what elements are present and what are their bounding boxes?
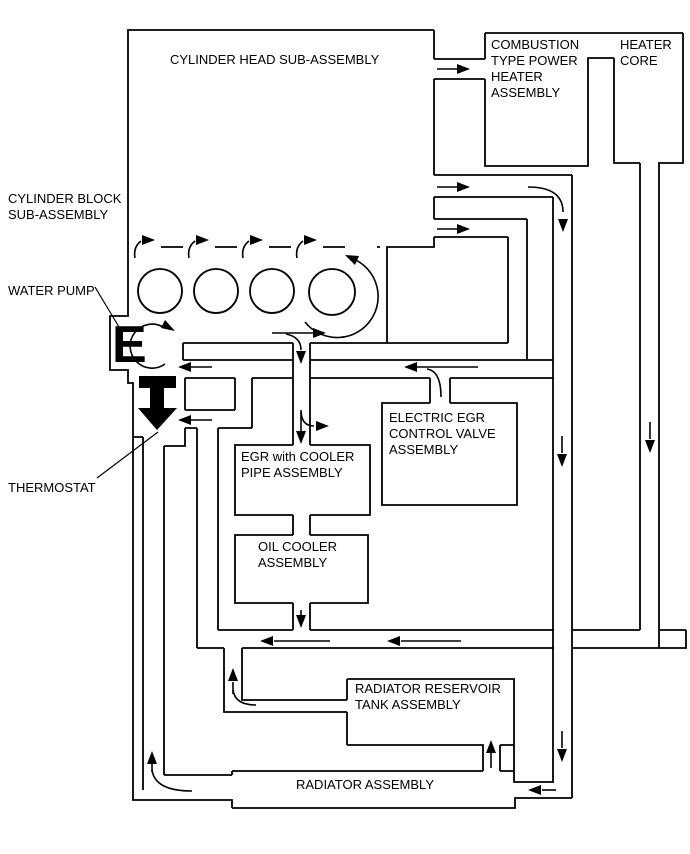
flow-arrow-radiator-out bbox=[147, 751, 193, 792]
labels: CYLINDER HEAD SUB-ASSEMBLY CYLINDER BLOC… bbox=[8, 37, 672, 792]
label-reservoir: TANK ASSEMBLY bbox=[355, 697, 461, 712]
label-radiator: RADIATOR ASSEMBLY bbox=[296, 777, 434, 792]
head-outlet-pipe-a bbox=[434, 174, 572, 198]
combustion-heater-box bbox=[484, 32, 683, 167]
s-arrow bbox=[295, 235, 317, 259]
flow-arrow-into-radiator bbox=[528, 785, 556, 795]
thermostat-leader bbox=[96, 431, 159, 479]
right-down-pipe-to-radiator bbox=[552, 175, 573, 798]
flow-arrow-reservoir-out bbox=[228, 668, 257, 706]
thermostat-icon bbox=[138, 376, 177, 430]
reservoir-outlet-pipe bbox=[223, 648, 347, 713]
block-to-egr-pipe bbox=[292, 343, 311, 445]
cylinder-1 bbox=[137, 268, 183, 314]
head-outlet-pipe-b bbox=[434, 218, 527, 238]
label-reservoir: RADIATOR RESERVOIR bbox=[355, 681, 501, 696]
bypass-pipes bbox=[164, 342, 553, 447]
left-riser-pipe bbox=[133, 436, 232, 790]
label-combustion-heater: HEATER bbox=[491, 69, 543, 84]
circulation-arc bbox=[304, 256, 379, 339]
flow-arrow-bypass-to-pump bbox=[178, 362, 212, 372]
label-heater-core: CORE bbox=[620, 53, 658, 68]
head-right-edge bbox=[386, 30, 435, 343]
label-egr-valve: CONTROL VALVE bbox=[389, 426, 496, 441]
pipe-b-down-leg bbox=[507, 219, 528, 360]
flow-arrow-reservoir-notch bbox=[486, 740, 496, 768]
cylinder-3 bbox=[249, 268, 295, 314]
label-egr-cooler: PIPE ASSEMBLY bbox=[241, 465, 343, 480]
label-egr-cooler: EGR with COOLER bbox=[241, 449, 354, 464]
cylinder-4 bbox=[308, 268, 356, 316]
flow-arrow-manifold-left-1 bbox=[260, 636, 330, 646]
flow-arrow-right-pipe-low bbox=[557, 731, 567, 762]
pump-swirl-arrow-icon bbox=[161, 320, 175, 331]
pump-swirl-arc bbox=[129, 323, 166, 369]
flow-arrow-heater-return bbox=[645, 422, 655, 453]
flow-arrow-oil-cooler-out bbox=[296, 610, 306, 628]
reservoir-box bbox=[346, 678, 554, 783]
cylinders bbox=[129, 255, 379, 369]
egr-valve-box bbox=[381, 402, 518, 506]
oil-cooler-box bbox=[234, 534, 369, 630]
label-oil-cooler: OIL COOLER bbox=[258, 539, 337, 554]
heater-core-box bbox=[613, 33, 684, 164]
heater-core-return-pipe bbox=[639, 163, 660, 648]
label-oil-cooler: ASSEMBLY bbox=[258, 555, 327, 570]
label-cylinder-block: CYLINDER BLOCK bbox=[8, 191, 122, 206]
flow-arrow-pipe-a bbox=[437, 182, 568, 232]
flow-arrows bbox=[147, 64, 655, 795]
label-cylinder-head: CYLINDER HEAD SUB-ASSEMBLY bbox=[170, 52, 380, 67]
label-water-pump: WATER PUMP bbox=[8, 283, 95, 298]
egr-cooler-box bbox=[234, 444, 371, 535]
head-to-heater-pipe bbox=[434, 58, 485, 80]
flow-arrow-block-outlet bbox=[272, 328, 326, 364]
return-manifold bbox=[196, 428, 687, 649]
flow-arrow-pipe-b bbox=[437, 224, 470, 234]
flow-arrow-to-egr-cooler bbox=[296, 409, 329, 444]
radiator-box bbox=[231, 770, 572, 809]
label-combustion-heater: ASSEMBLY bbox=[491, 85, 560, 100]
label-cylinder-block: SUB-ASSEMBLY bbox=[8, 207, 109, 222]
s-arrow bbox=[187, 235, 209, 259]
label-egr-valve: ELECTRIC EGR bbox=[389, 410, 485, 425]
label-combustion-heater: TYPE POWER bbox=[491, 53, 578, 68]
flow-arrow-egr-valve-return bbox=[404, 362, 478, 398]
flow-arrow-right-pipe-mid bbox=[557, 436, 567, 467]
flow-arrow-manifold-left-2 bbox=[387, 636, 461, 646]
pipework bbox=[109, 29, 687, 809]
label-heater-core: HEATER bbox=[620, 37, 672, 52]
label-combustion-heater: COMBUSTION bbox=[491, 37, 579, 52]
engine-outline bbox=[109, 29, 434, 808]
circulation-arrow-icon bbox=[345, 255, 359, 265]
label-egr-valve: ASSEMBLY bbox=[389, 442, 458, 457]
flow-arrow-head-to-heater bbox=[437, 64, 470, 74]
label-thermostat: THERMOSTAT bbox=[8, 480, 96, 495]
s-arrow bbox=[241, 235, 263, 259]
cylinder-2 bbox=[193, 268, 239, 314]
s-arrow bbox=[133, 235, 155, 259]
water-pump-leader bbox=[94, 286, 120, 328]
flow-arrow-to-thermostat bbox=[178, 415, 212, 425]
gasket-flow-arrows bbox=[133, 235, 317, 259]
